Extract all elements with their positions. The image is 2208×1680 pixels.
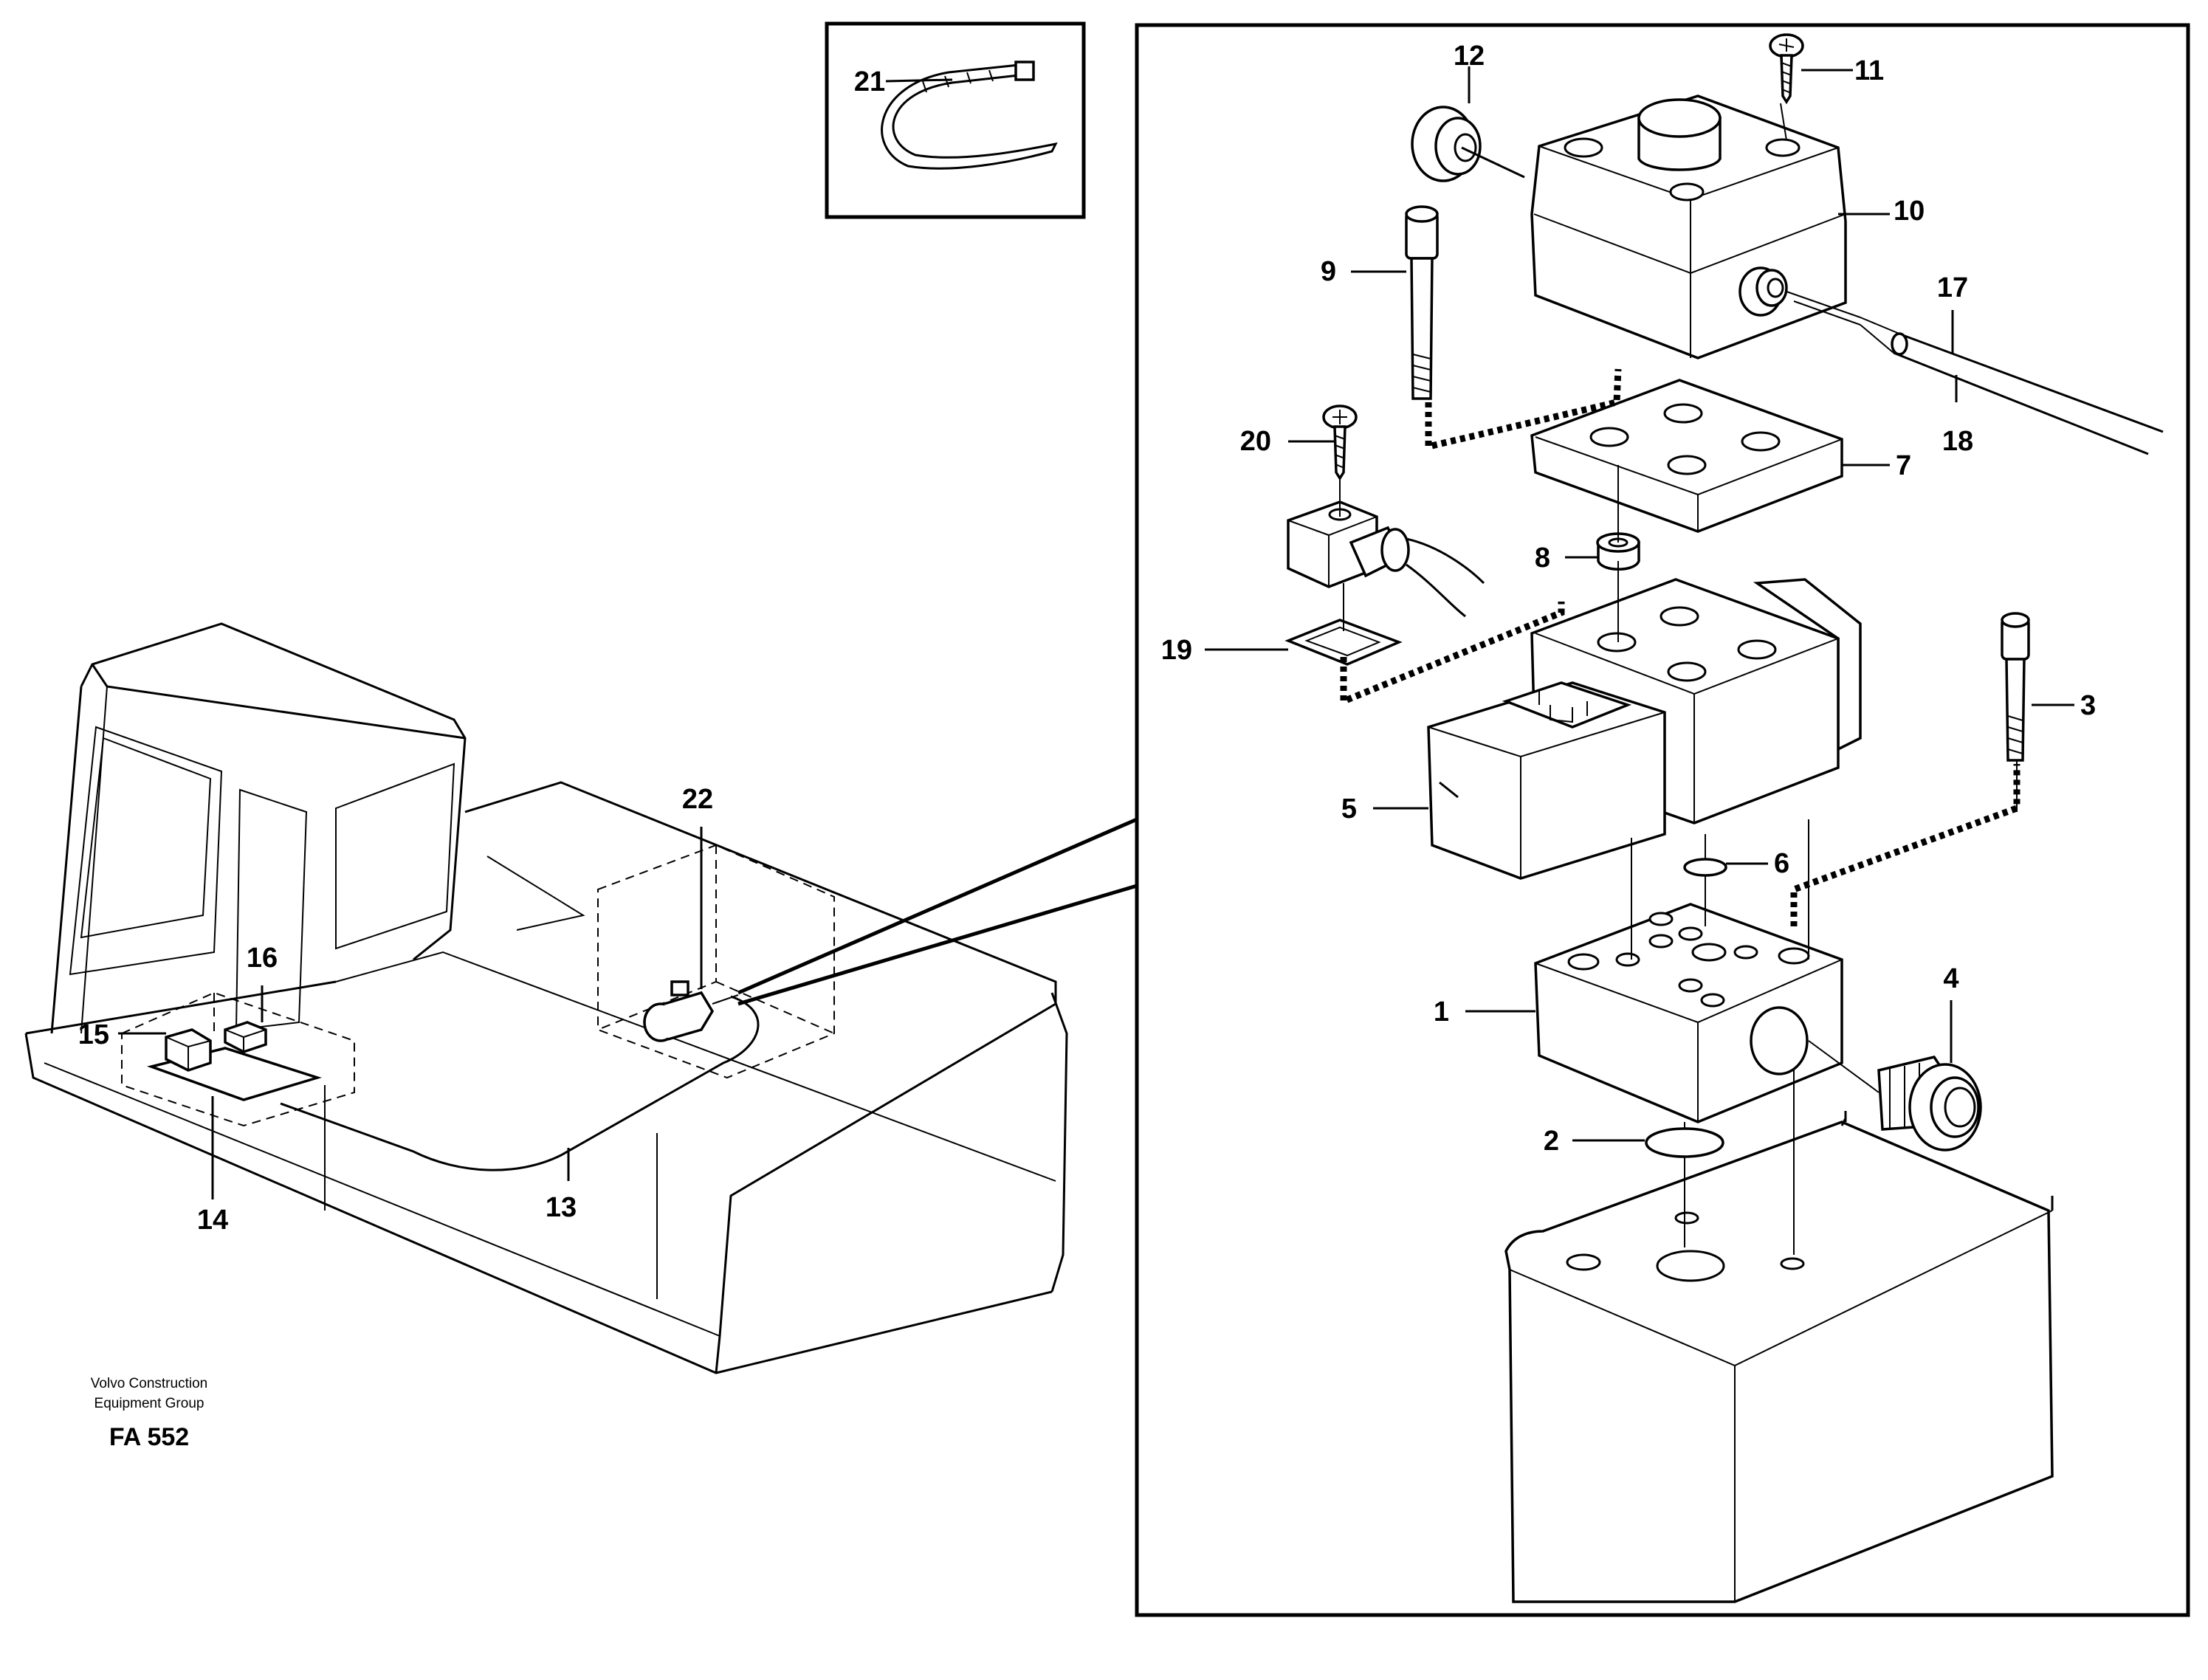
callout-9: 9 [1321,256,1336,287]
callout-2: 2 [1544,1126,1559,1157]
callout-14: 14 [197,1205,228,1236]
zoom-line-lower [737,884,1138,1006]
o-ring-6 [1683,858,1727,877]
leader-21 [885,78,953,83]
bolt-3 [2001,612,2030,762]
zoom-line-upper [737,817,1138,995]
callout-4: 4 [1943,963,1958,994]
callout-18: 18 [1942,426,1973,457]
leader-lines [118,66,2074,1199]
valve-body-5 [1427,578,1862,880]
callout-10: 10 [1894,196,1925,227]
callout-15: 15 [78,1019,109,1050]
base-block [1504,1111,2054,1603]
footer-line2: Equipment Group [94,1396,204,1411]
callout-7: 7 [1896,450,1911,481]
screw-11 [1769,33,1804,105]
plug-12 [1411,106,1482,182]
figure-code: FA 552 [109,1423,189,1451]
footer-line1: Volvo Construction [91,1376,207,1391]
callout-12: 12 [1454,41,1485,72]
adapter-4 [1877,1056,1982,1151]
callout-16: 16 [247,943,278,974]
callout-labels: 12 11 10 9 17 18 7 20 8 19 3 5 6 1 4 2 2… [78,41,2096,1236]
footer: Volvo Construction Equipment Group FA 55… [91,1376,207,1451]
callout-19: 19 [1161,635,1192,666]
assembly-lines [1339,103,2018,1255]
excavator-overview [24,622,1068,1374]
o-ring-2 [1645,1127,1724,1158]
callout-22: 22 [682,784,713,815]
hatched-guides [1340,368,2020,926]
plate-7 [1530,379,1843,533]
callout-17: 17 [1937,272,1968,303]
cable-17-18 [1786,291,2164,455]
cable-tie-21 [881,61,1058,170]
callout-5: 5 [1341,793,1357,824]
screw-20 [1322,404,1358,481]
bolt-9 [1405,205,1439,400]
cable-tie-inset-frame [825,21,1086,219]
gasket-19 [1284,619,1403,666]
callout-6: 6 [1774,848,1789,879]
callout-13: 13 [546,1192,577,1223]
callout-21: 21 [854,66,885,97]
callout-11: 11 [1854,55,1884,86]
connector-plug [1287,500,1485,618]
block-1 [1534,903,1843,1123]
callout-3: 3 [2080,690,2096,721]
cover-10 [1530,94,1847,359]
callout-8: 8 [1535,543,1550,574]
detail-frame [1135,23,2190,1617]
callout-20: 20 [1240,426,1271,457]
callout-1: 1 [1434,996,1449,1027]
